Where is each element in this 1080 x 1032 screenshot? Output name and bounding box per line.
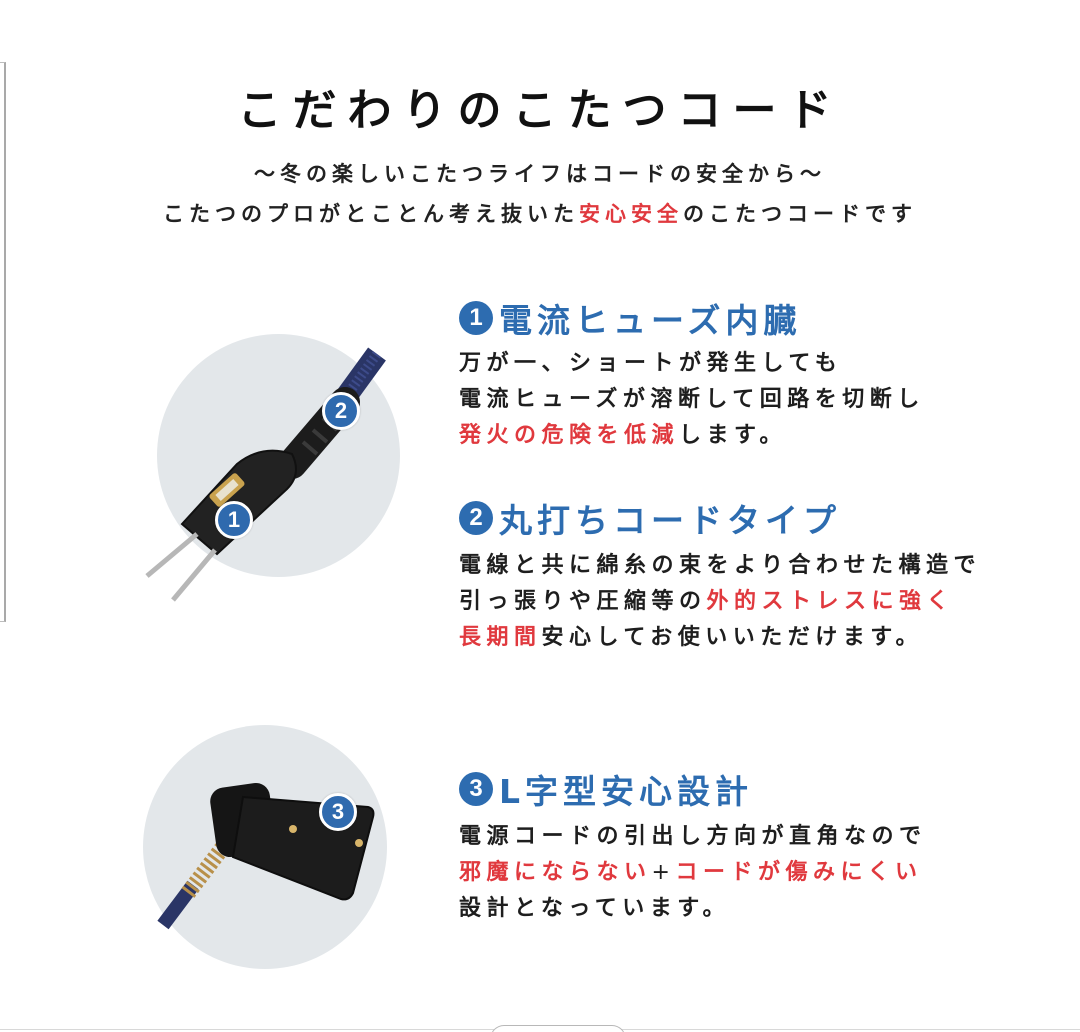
feature-2-title: 丸打ちコードタイプ xyxy=(499,501,841,540)
feature-3-desc-line3: 設計となっています。 xyxy=(459,896,731,921)
badge-1-icon: 1 xyxy=(215,501,253,539)
feature-2-desc-line1: 電線と共に綿糸の束をより合わせた構造で xyxy=(459,553,982,578)
l-connector-photo: 3 xyxy=(143,725,387,969)
plus-sign: + xyxy=(651,860,676,885)
subtitle-description: こたつのプロがとことん考え抜いた安心安全のこたつコードです xyxy=(0,198,1080,228)
number-1-icon: 1 xyxy=(459,301,493,335)
feature-1-highlight: 発火の危険を低減 xyxy=(459,423,680,448)
plug-photo: 1 2 xyxy=(145,334,400,602)
feature-current-fuse: 1 電流ヒューズ内臓 万が一、ショートが発生しても 電流ヒューズが溶断して回路を… xyxy=(459,296,925,454)
page-title: こだわりのこたつコード xyxy=(237,85,843,136)
subtitle-highlight: 安心安全 xyxy=(579,202,683,226)
badge-3-icon: 3 xyxy=(319,793,357,831)
number-3-icon: 3 xyxy=(459,772,493,806)
feature-2-desc-line2: 引っ張りや圧縮等の外的ストレスに強く xyxy=(459,584,981,620)
feature-1-desc-line1: 万が一、ショートが発生しても xyxy=(459,351,843,376)
feature-2-desc-line2-pre: 引っ張りや圧縮等の xyxy=(459,589,707,614)
feature-2-desc-line3: 長期間安心してお使いいただけます。 xyxy=(459,620,981,656)
left-frame-edge xyxy=(0,62,6,622)
l-connector-illustration-icon xyxy=(157,782,375,930)
feature-1-heading: 1 電流ヒューズ内臓 xyxy=(459,296,925,340)
feature-round-cord: 2 丸打ちコードタイプ 電線と共に綿糸の束をより合わせた構造で 引っ張りや圧縮等… xyxy=(459,496,981,656)
bottom-sheet-handle[interactable] xyxy=(490,1025,626,1032)
number-2-icon: 2 xyxy=(459,501,493,535)
feature-2-heading: 2 丸打ちコードタイプ xyxy=(459,496,981,540)
subtitle-text-pre: こたつのプロがとことん考え抜いた xyxy=(163,202,579,226)
feature-3-title: L字型安心設計 xyxy=(499,772,754,811)
feature-1-title: 電流ヒューズ内臓 xyxy=(499,301,802,340)
feature-2-desc-tail: 安心してお使いいただけます。 xyxy=(541,625,923,650)
feature-3-desc-line2: 邪魔にならない+コードが傷みにくい xyxy=(459,855,927,891)
feature-3-highlight-a: 邪魔にならない xyxy=(459,860,652,885)
badge-2-icon: 2 xyxy=(322,392,360,430)
feature-3-highlight-b: コードが傷みにくい xyxy=(675,860,923,885)
subtitle-tagline: ～冬の楽しいこたつライフはコードの安全から～ xyxy=(254,162,826,186)
feature-l-shape: 3 L字型安心設計 電源コードの引出し方向が直角なので 邪魔にならない+コードが… xyxy=(459,767,927,927)
feature-2-highlight-a: 外的ストレスに強く xyxy=(706,589,955,614)
feature-1-desc-tail: します。 xyxy=(679,423,787,448)
feature-1-desc-line2: 電流ヒューズが溶断して回路を切断し xyxy=(459,387,925,412)
feature-2-highlight-b: 長期間 xyxy=(459,625,542,650)
subtitle-text-post: のこたつコードです xyxy=(683,202,917,226)
feature-3-desc-line1: 電源コードの引出し方向が直角なので xyxy=(459,824,927,849)
feature-3-heading: 3 L字型安心設計 xyxy=(459,767,927,811)
feature-1-desc-line3: 発火の危険を低減します。 xyxy=(459,418,925,454)
plug-illustration-icon xyxy=(145,347,386,602)
